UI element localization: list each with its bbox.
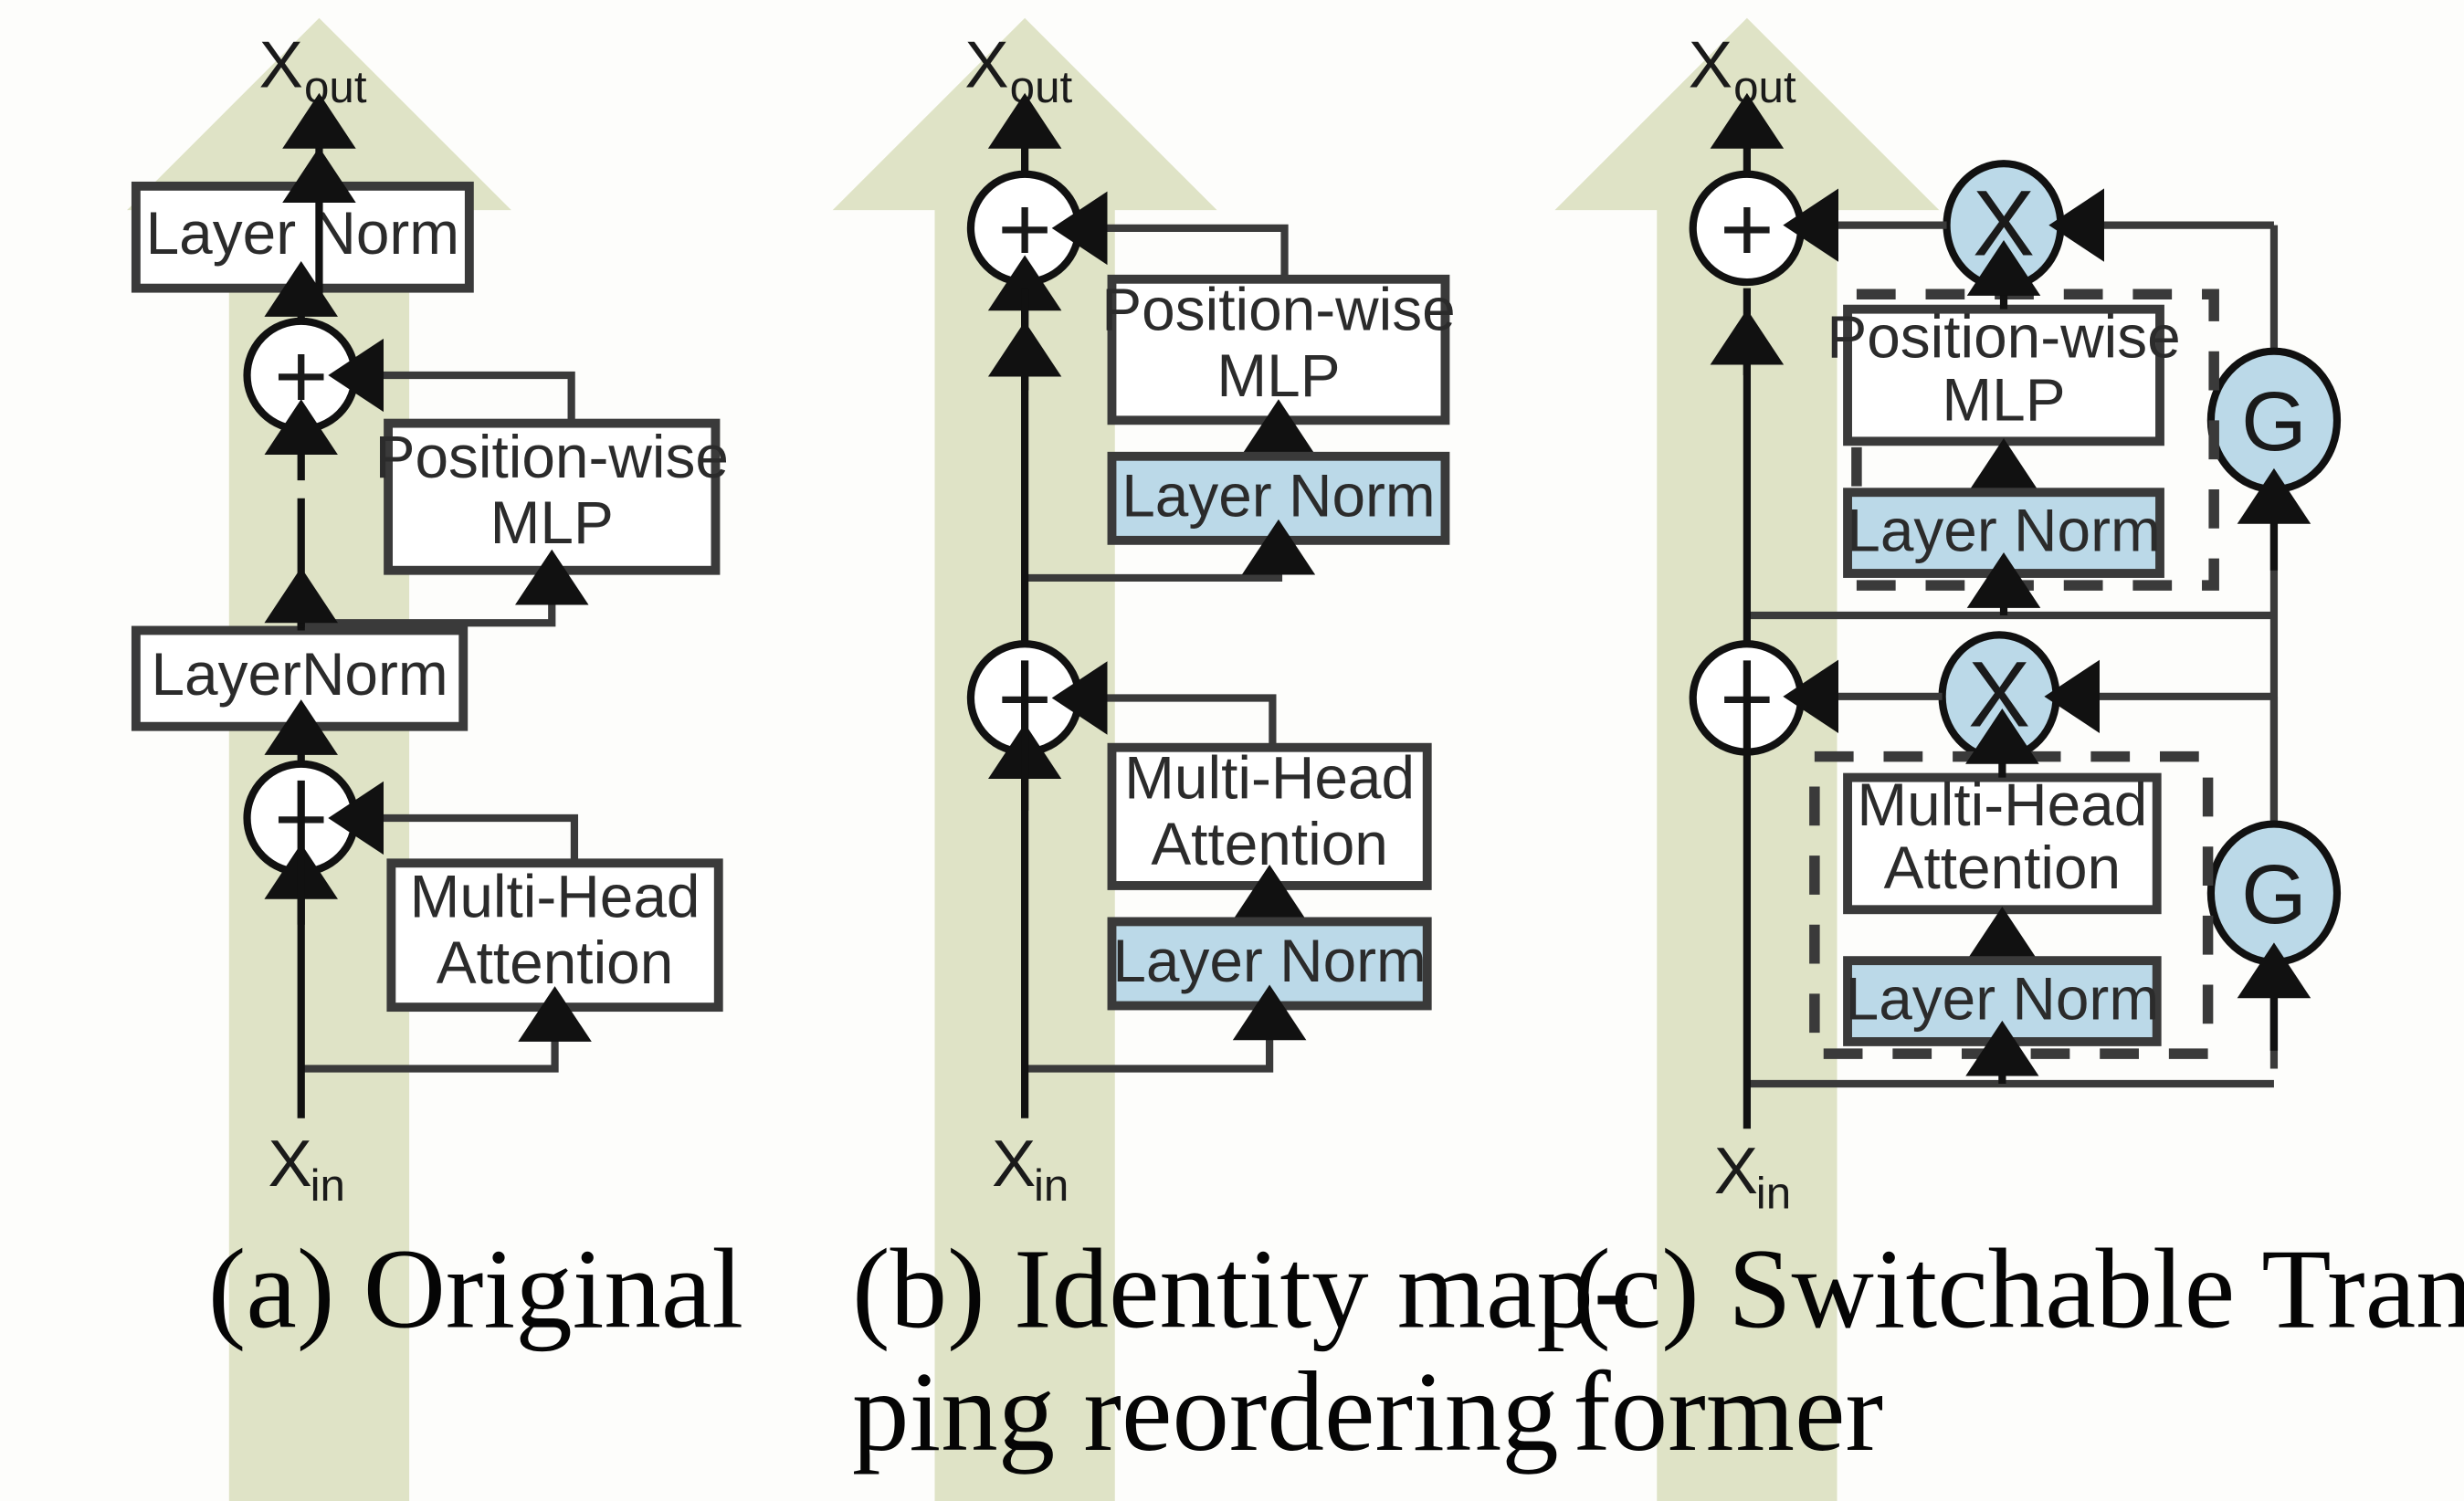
- glyph-multiply-bottom-c: X: [1968, 643, 2030, 747]
- block-position-wise-mlp-b: [1107, 274, 1450, 425]
- label-layer-norm-lower-b: Layer Norm: [1112, 927, 1426, 994]
- path-input-to-norm-lower-b: [1025, 984, 1307, 1073]
- skip-stream-arrow-a: [127, 17, 511, 1501]
- label-mlp-line2-b: MLP: [1216, 341, 1340, 409]
- path-input-to-mha-a: [300, 986, 592, 1073]
- input-sublabel-a: in: [311, 1160, 345, 1211]
- glyph-add-top-c: +: [1720, 177, 1774, 281]
- captions: (a) Original (b) Identity map- ping reor…: [208, 1226, 2464, 1475]
- glyph-multiply-top-c: X: [1973, 171, 2035, 275]
- path-skip-to-mlp-a: [300, 549, 589, 627]
- caption-panel-b-line2: ping reordering: [852, 1349, 1559, 1475]
- label-mlp-line1-a: Position-wise: [375, 423, 729, 490]
- panel-a: X out Layer Norm + Position-wise MLP Lay…: [127, 17, 729, 1501]
- label-mha-line2-a: Attention: [437, 929, 674, 996]
- output-sublabel-c: out: [1733, 62, 1796, 112]
- output-sublabel-b: out: [1010, 62, 1073, 112]
- path-mlp-to-add-a: [328, 338, 575, 424]
- label-layer-norm-lower-c: Layer Norm: [1846, 964, 2159, 1032]
- label-mha-line2-c: Attention: [1884, 834, 2122, 901]
- glyph-gate-top-c: G: [2241, 374, 2307, 468]
- block-multi-head-attention-c: [1843, 772, 2162, 915]
- input-label-b: X: [992, 1128, 1036, 1201]
- input-label-a: X: [269, 1128, 312, 1201]
- caption-panel-a: (a) Original: [208, 1226, 743, 1352]
- label-layer-norm-upper-b: Layer Norm: [1121, 462, 1435, 530]
- glyph-gate-bottom-c: G: [2241, 847, 2307, 941]
- output-label-a: X: [259, 28, 303, 101]
- path-mlp-to-add-b: [1051, 191, 1289, 279]
- label-mlp-line2-c: MLP: [1942, 365, 2065, 433]
- caption-panel-b-line1: (b) Identity map-: [852, 1226, 1631, 1352]
- caption-panel-c-line1: (c) Switchable Trans-: [1573, 1226, 2464, 1352]
- label-layer-norm-top-a: Layer Norm: [146, 199, 459, 267]
- label-mha-line1-b: Multi-Head: [1124, 744, 1415, 812]
- output-sublabel-a: out: [304, 62, 367, 112]
- label-mlp-line2-a: MLP: [490, 488, 614, 556]
- label-layer-norm-upper-c: Layer Norm: [1847, 496, 2160, 563]
- output-label-b: X: [964, 28, 1008, 101]
- input-sublabel-b: in: [1034, 1160, 1069, 1211]
- group-mlp-sublayer-c: [1851, 289, 2219, 591]
- label-mha-line1-c: Multi-Head: [1857, 771, 2147, 838]
- path-skip-to-norm-upper-b: [1025, 519, 1316, 583]
- label-mha-line1-a: Multi-Head: [410, 862, 700, 929]
- label-mha-line2-b: Attention: [1151, 810, 1388, 877]
- panel-c: X out + X G Position-wise MLP Layer Norm…: [1554, 17, 2342, 1501]
- glyph-add-top-a: +: [274, 324, 329, 428]
- label-mlp-line1-b: Position-wise: [1101, 276, 1455, 343]
- label-mlp-line1-c: Position-wise: [1827, 302, 2180, 370]
- path-mha-to-add-b: [1051, 661, 1277, 748]
- block-multi-head-attention-a: [386, 858, 723, 1013]
- block-position-wise-mlp-a: [384, 418, 721, 575]
- glyph-add-top-b: +: [997, 177, 1052, 281]
- caption-panel-c-line2: former: [1573, 1349, 1883, 1475]
- path-mha-to-add-a: [328, 781, 579, 864]
- label-layer-norm-mid-a: LayerNorm: [151, 640, 448, 708]
- output-label-c: X: [1689, 28, 1732, 101]
- input-label-c: X: [1714, 1135, 1758, 1208]
- panel-b: X out + Position-wise MLP Layer Norm + M…: [832, 17, 1456, 1501]
- block-position-wise-mlp-c: [1843, 304, 2164, 446]
- input-sublabel-c: in: [1756, 1168, 1791, 1218]
